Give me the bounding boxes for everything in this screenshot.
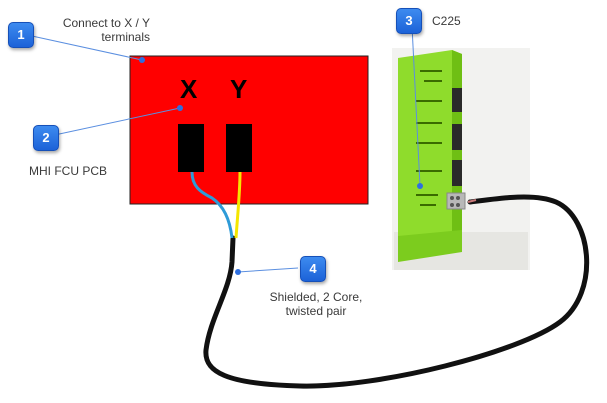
- c225-device-photo: [392, 48, 530, 270]
- blue-wire: [190, 171, 234, 239]
- callout-badge-4: 4: [300, 256, 326, 282]
- callout-badge-1: 1: [8, 22, 34, 48]
- callout-text-1: Connect to X / Y terminals: [62, 16, 150, 44]
- yellow-wire: [234, 171, 242, 239]
- terminal-y-block: [226, 124, 252, 172]
- callout-badge-2: 2: [33, 125, 59, 151]
- callout-badge-3: 3: [396, 8, 422, 34]
- terminal-x-label: X: [180, 74, 198, 104]
- terminal-x-block: [178, 124, 204, 172]
- callout-text-2: MHI FCU PCB: [29, 164, 107, 178]
- terminal-y-label: Y: [230, 74, 248, 104]
- callout-leaders: [31, 25, 421, 273]
- callout-anchors: [139, 57, 423, 275]
- shielded-cable: [203, 194, 590, 389]
- callout-text-4: Shielded, 2 Core, twisted pair: [269, 290, 363, 318]
- callout-text-3: C225: [432, 14, 461, 28]
